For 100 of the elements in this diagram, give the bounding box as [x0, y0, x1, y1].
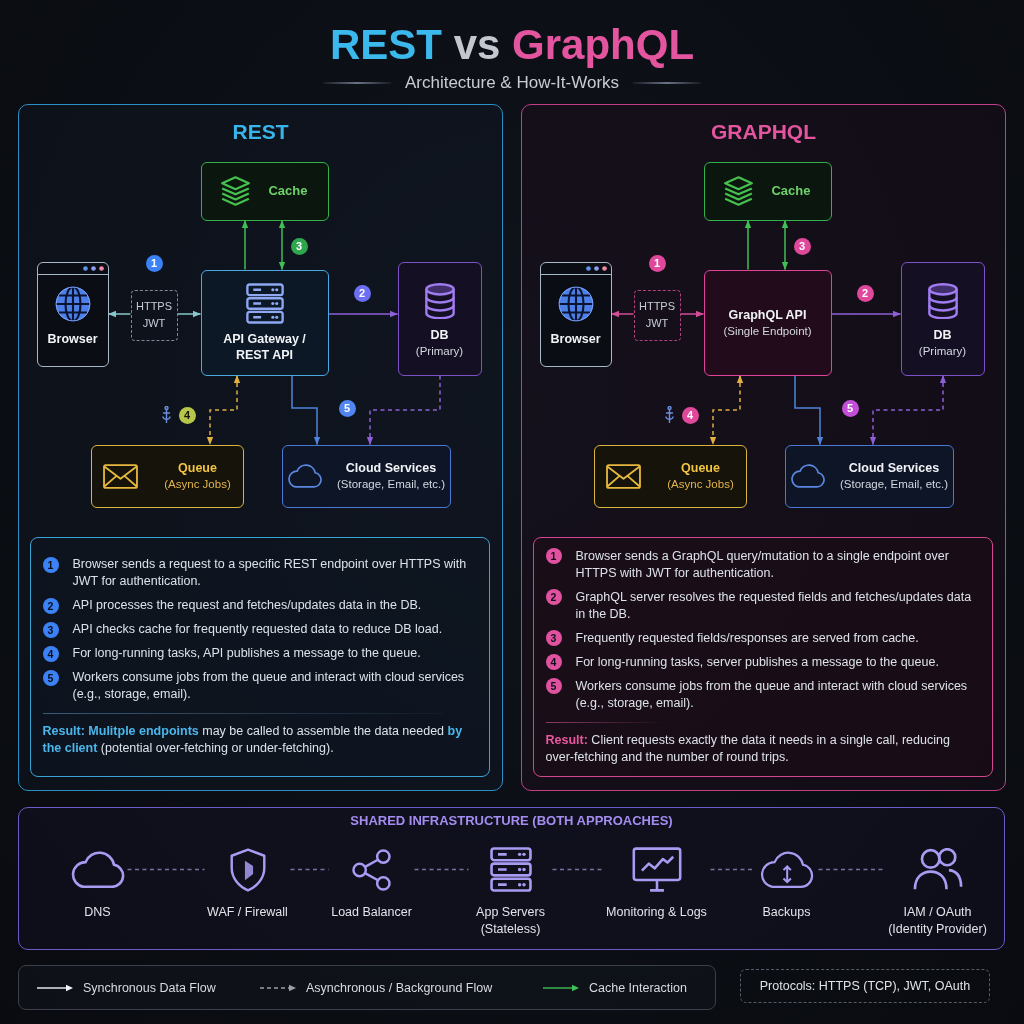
arrow [291, 374, 321, 446]
step-number: 3 [42, 621, 59, 638]
arrow [794, 374, 824, 446]
callout-number: 3 [793, 237, 811, 255]
section-panel [18, 104, 503, 791]
database-box [900, 261, 985, 376]
service-label: App Servers (Stateless) [475, 903, 546, 938]
step-number: 2 [42, 597, 59, 614]
steps-panel [29, 536, 490, 777]
queue-subtitle: (Async Jobs) [164, 477, 231, 492]
step-number: 1 [545, 548, 562, 564]
connector-line [551, 868, 604, 871]
step-text: Browser sends a GraphQL query/mutation to a single endpoint over HTTPS with JWT for authentication. [575, 547, 950, 582]
connector-line [126, 868, 206, 871]
cache-box [703, 161, 832, 221]
section-panel [18, 807, 1005, 950]
step-text: Workers consume jobs from the queue and interact with cloud services (e.g., storage, email). [575, 677, 969, 712]
arrow [241, 219, 249, 271]
step-number: 4 [42, 645, 59, 662]
cloud-subtitle: (Storage, Email, etc.) [840, 477, 948, 492]
protocol-box [130, 289, 178, 341]
service-label: IAM / OAuth (Identity Provider) [887, 903, 988, 938]
service-label: Load Balancer [331, 903, 412, 921]
db-subtitle: (Primary) [918, 344, 967, 359]
service-label: WAF / Firewall [207, 903, 288, 921]
browser-window [36, 261, 109, 367]
section-heading: SHARED INFRASTRUCTURE (BOTH APPROACHES) [350, 813, 673, 829]
db-subtitle: (Primary) [415, 344, 464, 359]
browser-label: Browser [550, 330, 601, 347]
protocol-box [633, 289, 681, 341]
step-text: For long-running tasks, API publishes a message to the queue. [72, 645, 421, 662]
protocol-label: HTTPS JWT [134, 299, 174, 331]
section-heading: REST [232, 120, 289, 144]
callout-number: 3 [290, 237, 308, 255]
title: REST vs GraphQL [329, 20, 695, 70]
arrow [366, 374, 441, 446]
api-title: API Gateway / REST API [222, 330, 307, 363]
step-number: 1 [42, 556, 59, 573]
cloud-subtitle: (Storage, Email, etc.) [337, 477, 445, 492]
api-box [703, 269, 832, 376]
result-text: Result: Client requests exactly the data it needs in a single call, reducing over-fetching and the number of round trips. [545, 731, 951, 766]
connector-line [289, 868, 330, 871]
callout-number: 4 [178, 406, 196, 424]
arrow [327, 310, 399, 318]
cache-box [200, 161, 329, 221]
cloud-title: Cloud Services [848, 460, 940, 476]
legend-label: Asynchronous / Background Flow [306, 979, 493, 996]
cache-label: Cache [771, 183, 811, 199]
step-number: 3 [545, 630, 562, 646]
cloud-services-box [281, 444, 451, 508]
api-title: GraphQL API [728, 306, 807, 323]
step-text: API checks cache for frequently requested data to reduce DB load. [72, 621, 443, 638]
arrow [781, 219, 789, 271]
connector-line [413, 868, 470, 871]
step-number: 2 [545, 589, 562, 605]
service-label: Backups [762, 903, 811, 921]
queue-box [593, 444, 747, 508]
step-number: 4 [545, 654, 562, 670]
api-subtitle: (Single Endpoint) [723, 323, 812, 339]
service-label: DNS [84, 903, 111, 921]
protocol-note: Protocols: HTTPS (TCP), JWT, OAuth [759, 978, 971, 994]
arrow [206, 374, 241, 446]
legend-label: Cache Interaction [589, 979, 687, 996]
connector-line [817, 868, 885, 871]
arrow [830, 310, 902, 318]
step-number: 5 [42, 669, 59, 686]
step-number: 5 [545, 678, 562, 694]
callout-number: 1 [648, 254, 666, 272]
arrow [610, 310, 635, 318]
step-text: GraphQL server resolves the requested fields and fetches/updates data in the DB. [575, 588, 973, 623]
step-text: API processes the request and fetches/updates data in the DB. [72, 597, 422, 614]
queue-title: Queue [681, 460, 720, 476]
step-text: Browser sends a request to a specific REST endpoint over HTTPS with JWT for authentication. [72, 556, 468, 590]
section-heading: GRAPHQL [711, 120, 816, 144]
arrow [278, 219, 286, 271]
cloud-services-box [784, 444, 954, 508]
result-text: Result: Mulitple endpoints may be called to assemble the data needed by the client (potential over-fetching or under-fetching). [42, 723, 464, 757]
callout-number: 1 [145, 254, 163, 272]
legend-label: Synchronous Data Flow [83, 979, 216, 996]
service-label: Monitoring & Logs [606, 903, 707, 921]
cloud-title: Cloud Services [345, 460, 437, 476]
step-text: Workers consume jobs from the queue and interact with cloud services (e.g., storage, email). [72, 669, 466, 703]
queue-title: Queue [178, 460, 217, 476]
arrow [869, 374, 947, 446]
callout-number: 2 [353, 284, 371, 302]
section-panel [521, 104, 1006, 791]
steps-panel [532, 536, 993, 777]
api-box [200, 269, 329, 376]
arrow [107, 310, 132, 318]
step-text: Frequently requested fields/responses are served from cache. [575, 629, 919, 647]
db-title: DB [430, 327, 449, 343]
arrow [176, 310, 202, 318]
browser-window [539, 261, 612, 367]
browser-label: Browser [47, 330, 98, 347]
cache-label: Cache [268, 183, 308, 199]
callout-number: 5 [841, 399, 859, 417]
arrow [709, 374, 744, 446]
step-text: For long-running tasks, server publishes a message to the queue. [575, 653, 939, 671]
callout-number: 5 [338, 399, 356, 417]
callout-number: 2 [856, 284, 874, 302]
